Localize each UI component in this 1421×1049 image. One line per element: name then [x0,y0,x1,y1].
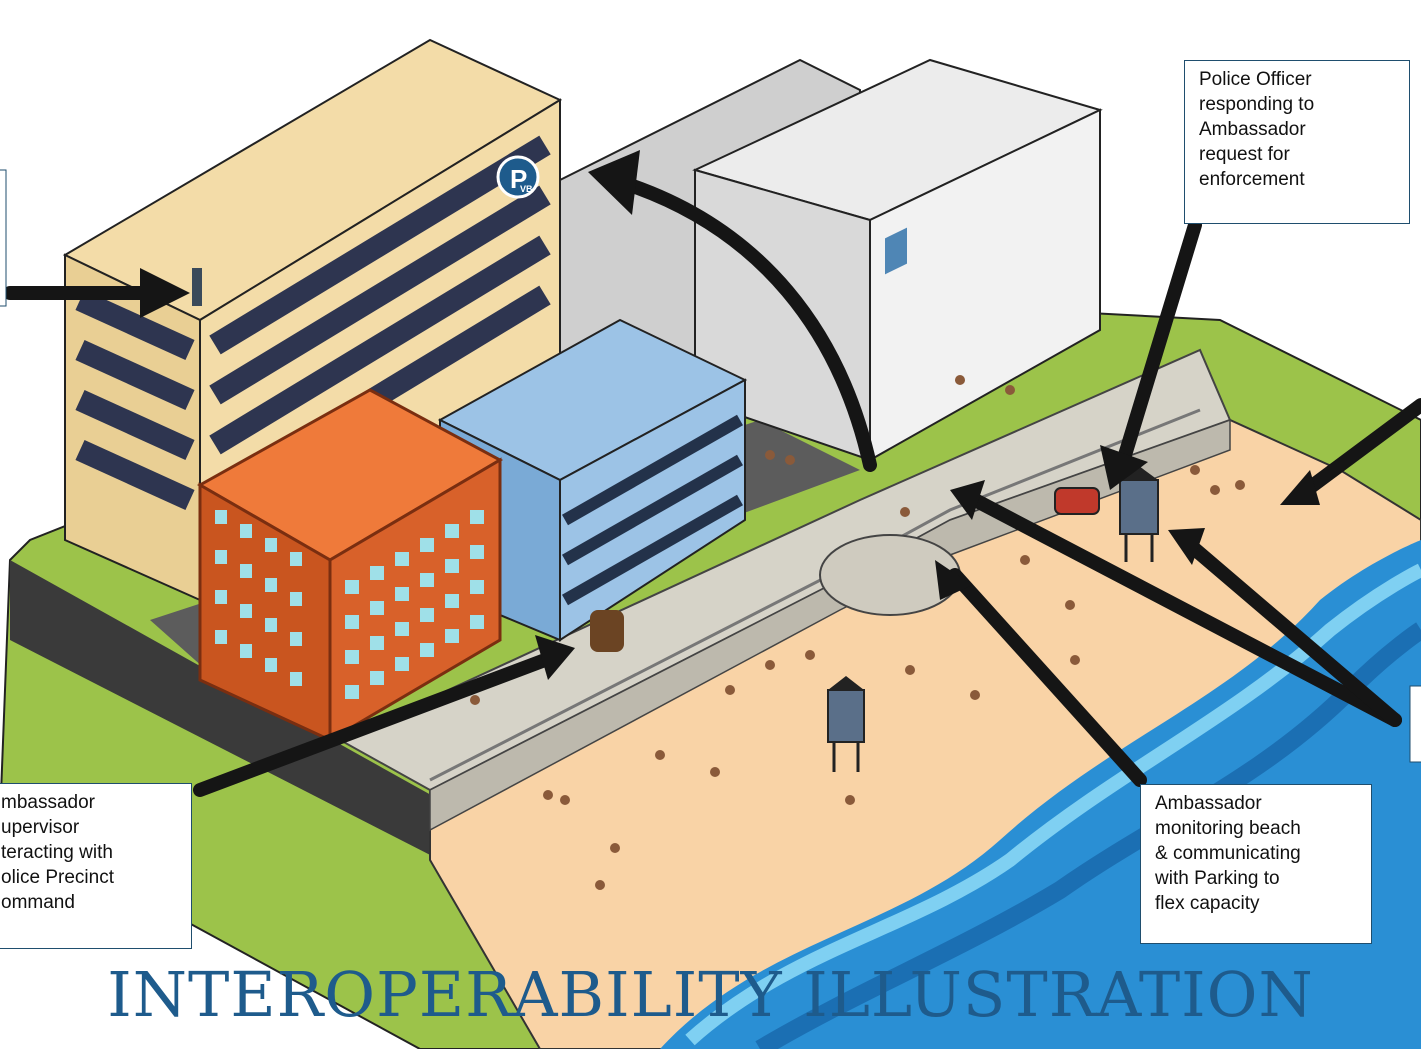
callout-ambassador-monitoring: Ambassador monitoring beach & communicat… [1140,784,1372,944]
arrow-head-stairs [935,560,972,600]
arrow-right-to-railing [968,493,1402,727]
mounted-officer [590,610,624,652]
callout-arrows [3,150,1421,797]
blue-building-window-bands [562,414,743,606]
arrow-head-atv [1100,445,1148,490]
callout-right-partial [1409,685,1421,763]
arrow-head-curved [588,150,640,215]
callout-left-partial [0,169,7,307]
white-building-right [869,108,1101,462]
callout-police-officer: Police Officer responding to Ambassador … [1184,60,1410,224]
arrow-right-to-tower [1183,538,1402,727]
ground-dark-side [10,560,440,860]
arrow-right-top [1293,398,1421,502]
arrow-head-tower [1168,528,1205,565]
arrow-head-rooftop [140,268,190,318]
page-title: INTEROPERABILITY ILLUSTRATION [107,958,1314,1031]
beachgoers [470,375,1245,890]
white-building-windows [885,227,907,275]
arrow-head-mounted [535,635,575,680]
rooftop-officer [192,268,202,306]
arrow-head-right-top [1280,470,1320,505]
orange-building-windows [215,510,484,699]
lifeguard-tower-far [1119,466,1159,562]
parking-logo: P VB [496,155,540,199]
arrow-to-mounted-officer [193,653,552,797]
callout-ambassador-supervisor: mbassador upervisor teracting with olice… [0,783,192,949]
ocean-wave-dark [755,622,1421,1049]
arrow-head-railing [950,480,985,520]
parking-logo-letter: P [510,164,527,194]
arrow-curved-to-parking [623,178,877,472]
ocean-wave-light [685,563,1421,1046]
arrow-to-ambassador-stairs [948,568,1147,787]
lifeguard-tower-near [827,676,865,772]
atv-vehicle [1054,487,1100,515]
arrow-to-atv [1118,218,1202,462]
parking-logo-sub: VB [520,184,533,194]
